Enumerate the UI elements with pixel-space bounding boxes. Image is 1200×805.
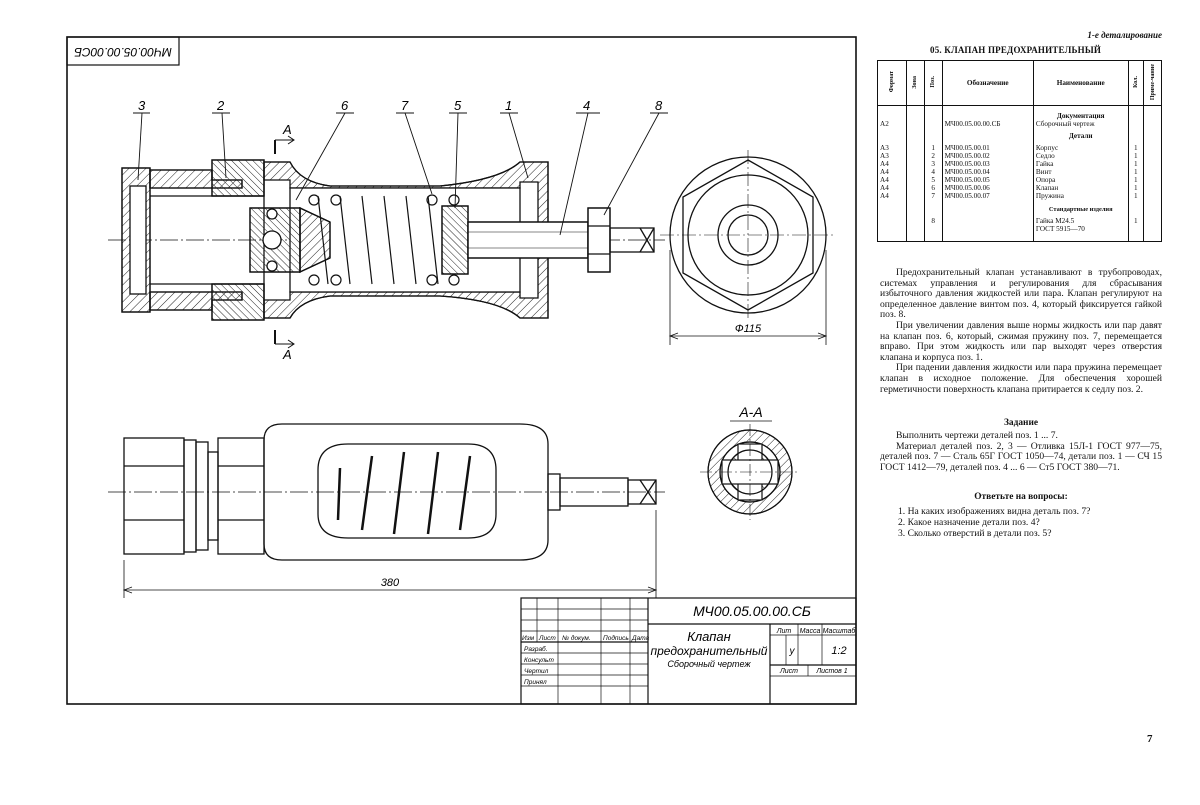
- title-block-name-1: Клапан: [687, 629, 731, 644]
- questions-title: Ответьте на вопросы:: [880, 492, 1162, 502]
- list-item: 1. На каких изображениях видна деталь по…: [898, 506, 1162, 517]
- role-prinyal: Принял: [524, 679, 547, 686]
- spec-col-format: Формат: [888, 71, 896, 92]
- section-mark-top: [275, 136, 294, 154]
- col-izm: Изм: [522, 635, 535, 642]
- description: Предохранительный клапан устанавливают в…: [880, 268, 1162, 395]
- assembly-drawing: МЧ00.05.00.00СБ: [0, 0, 870, 720]
- spec-section-standard: Стандартные изделия: [878, 206, 1162, 214]
- spec-col-designation: Обозначение: [942, 61, 1033, 106]
- spec-col-name: Наименование: [1033, 61, 1128, 106]
- title-block-code: МЧ00.05.00.00.СБ: [693, 603, 811, 619]
- col-date: Дата: [631, 635, 650, 642]
- table-row: А43МЧ00.05.00.03Гайка1: [878, 160, 1162, 168]
- task-line-1: Выполнить чертежи деталей поз. 1 ... 7.: [880, 431, 1162, 442]
- page-number: 7: [1147, 733, 1153, 745]
- spec-table: Формат Зона Поз. Обозначение Наименовани…: [877, 60, 1162, 242]
- table-row: А32МЧ00.05.00.02Седло1: [878, 152, 1162, 160]
- callout-3: 3: [138, 98, 146, 113]
- callout-5: 5: [454, 98, 462, 113]
- task-title: Задание: [880, 418, 1162, 428]
- sheet-label: Лист: [779, 668, 798, 675]
- end-view: [660, 150, 836, 345]
- col-sign: Подпись: [603, 634, 629, 642]
- callout-4: 4: [583, 98, 590, 113]
- col-doc: № докум.: [562, 634, 591, 642]
- table-row: А44МЧ00.05.00.04Винт1: [878, 168, 1162, 176]
- col-list: Лист: [538, 635, 556, 642]
- callout-2: 2: [216, 98, 225, 113]
- spec-title: 05. КЛАПАН ПРЕДОХРАНИТЕЛЬНЫЙ: [930, 45, 1101, 55]
- list-item: 3. Сколько отверстий в детали поз. 5?: [898, 528, 1162, 539]
- rotated-code: МЧ00.05.00.00СБ: [74, 45, 172, 59]
- callout-6: 6: [341, 98, 349, 113]
- list-item: 2. Какое назначение детали поз. 4?: [898, 517, 1162, 528]
- callout-7: 7: [401, 98, 409, 113]
- description-p1: Предохранительный клапан устанавливают в…: [880, 268, 1162, 321]
- task-line-2: Материал деталей поз. 2, 3 — Отливка 15Л…: [880, 442, 1162, 474]
- role-razrab: Разраб.: [524, 645, 548, 653]
- section-mark-label-bottom: А: [282, 347, 292, 362]
- spec-col-zone: Зона: [911, 76, 919, 89]
- spec-col-qty: Кол.: [1132, 76, 1140, 88]
- section-view: [108, 160, 665, 320]
- spec-col-pos: Поз.: [929, 76, 937, 88]
- callout-8: 8: [655, 98, 663, 113]
- dim-length: 380: [381, 577, 400, 589]
- lit-label: Лит: [776, 628, 792, 635]
- title-block-doc-type: Сборочный чертеж: [667, 659, 751, 669]
- scale-value: 1:2: [831, 645, 846, 657]
- spec-doc-row: А2 МЧ00.05.00.00.СБСборочный чертеж: [878, 120, 1162, 128]
- section-aa-view: [700, 424, 800, 520]
- role-konsult: Консульт: [524, 657, 554, 664]
- callout-1: 1: [505, 98, 512, 113]
- section-mark-label-top: А: [282, 122, 292, 137]
- spec-section-parts: Детали: [878, 132, 1162, 140]
- description-p3: При падении давления жидкости или пара п…: [880, 363, 1162, 395]
- section-view-label: А-А: [738, 404, 762, 420]
- spec-col-note: Приме-чание: [1149, 64, 1157, 100]
- role-chertil: Чертил: [524, 668, 549, 675]
- questions-list: 1. На каких изображениях видна деталь по…: [898, 506, 1162, 539]
- callout-labels: 3 2 6 7 5 1 4 8: [138, 98, 663, 113]
- lit-value: у: [789, 646, 796, 657]
- table-row: А46МЧ00.05.00.06Клапан1: [878, 184, 1162, 192]
- spec-header-row: Формат Зона Поз. Обозначение Наименовани…: [878, 61, 1162, 106]
- spec-standard-row: 8Гайка М24.51: [878, 217, 1162, 225]
- front-view: [108, 424, 665, 598]
- sheets-label: Листов 1: [815, 668, 847, 675]
- table-row: А31МЧ00.05.00.01Корпус1: [878, 144, 1162, 152]
- section-header: 1-е деталирование: [1087, 30, 1162, 40]
- table-row: А45МЧ00.05.00.05Опора1: [878, 176, 1162, 184]
- title-block-name-2: предохранительный: [651, 644, 768, 658]
- section-mark-bottom: [275, 330, 294, 348]
- description-p2: При увеличении давления выше нормы жидко…: [880, 321, 1162, 363]
- spec-section-docs: Документация: [878, 112, 1162, 120]
- scale-label: Масштаб: [823, 627, 857, 635]
- mass-label: Масса: [800, 628, 821, 635]
- task-body: Выполнить чертежи деталей поз. 1 ... 7. …: [880, 431, 1162, 473]
- table-row: А47МЧ00.05.00.07Пружина1: [878, 192, 1162, 200]
- dim-diameter: Ф115: [735, 323, 762, 335]
